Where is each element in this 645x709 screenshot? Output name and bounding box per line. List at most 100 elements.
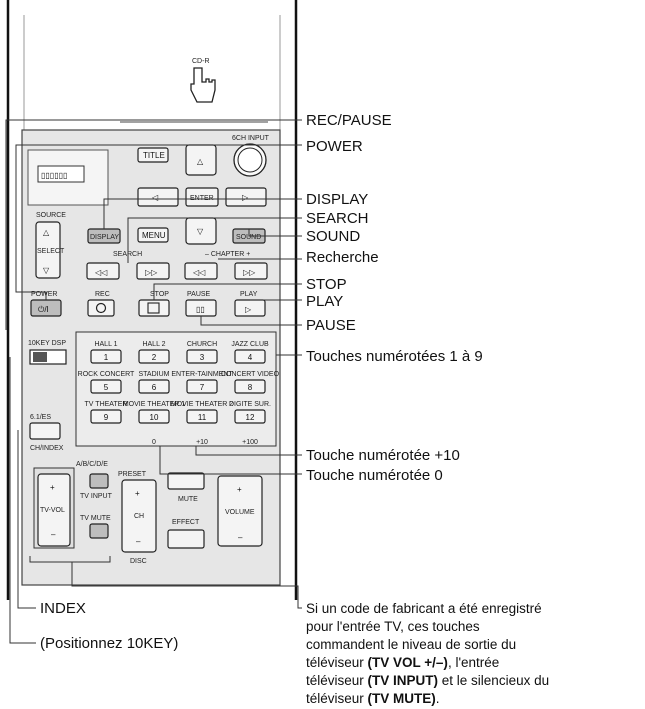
tv-vol-rocker[interactable]: + TV-VOL – xyxy=(37,473,71,547)
source-select-rocker[interactable]: △ SELECT ▽ xyxy=(35,221,65,279)
callout-recherche: Recherche xyxy=(306,249,379,266)
number-key-label: 3 xyxy=(200,353,205,362)
ch-plus: + xyxy=(135,489,140,498)
dsp-mode-label: MOVIE THEATER 1 xyxy=(123,401,185,408)
stop-button[interactable] xyxy=(138,299,170,317)
number-key-6[interactable]: 6 xyxy=(138,379,170,394)
cursor-pad[interactable]: △ ◁ ENTER ▷ ▽ xyxy=(137,144,267,245)
dsp-mode-label: STADIUM xyxy=(139,371,170,378)
chapter-prev-button[interactable]: ◁◁ xyxy=(184,262,218,280)
power-button[interactable]: ⏻/I xyxy=(30,299,62,317)
mute-button[interactable] xyxy=(167,472,205,490)
select-label: SELECT xyxy=(37,248,65,255)
callout-index: INDEX xyxy=(40,600,86,617)
tv-input-label: TV INPUT xyxy=(80,493,113,500)
power-icon: ⏻/I xyxy=(38,305,49,314)
number-key-label: 5 xyxy=(104,383,109,392)
pause-button[interactable]: ▯▯ xyxy=(185,299,217,317)
tv-note: Si un code de fabricant a été enregistré… xyxy=(306,601,549,706)
chapter-next-icon: ▷▷ xyxy=(243,268,256,277)
dsp-mode-label: ENTER-TAINMENT xyxy=(171,371,233,378)
play-button[interactable]: ▷ xyxy=(234,299,266,317)
dsp-mode-label: HALL 1 xyxy=(94,341,117,348)
callout-touches-1-9: Touches numérotées 1 à 9 xyxy=(306,348,483,365)
note-line-4: téléviseur (TV VOL +/–), l'entrée xyxy=(306,655,499,670)
dsp-mode-label: ROCK CONCERT xyxy=(78,371,135,378)
play-icon: ▷ xyxy=(245,305,252,314)
effect-button[interactable] xyxy=(167,529,205,549)
rec-icon xyxy=(95,302,107,314)
number-key-8[interactable]: 8 xyxy=(234,379,266,394)
number-key-10[interactable]: 10 xyxy=(138,409,170,424)
chapter-next-button[interactable]: ▷▷ xyxy=(234,262,268,280)
key-sublabel: 0 xyxy=(152,439,156,446)
note-line-2: pour l'entrée TV, ces touches xyxy=(306,619,480,634)
dsp-mode-label: MOVIE THEATER 2 xyxy=(171,401,233,408)
rec-button[interactable] xyxy=(87,299,115,317)
number-key-label: 10 xyxy=(150,413,159,422)
tv-input-button[interactable] xyxy=(89,473,109,489)
sound-button-label: SOUND xyxy=(236,234,261,241)
number-key-7[interactable]: 7 xyxy=(186,379,218,394)
volume-rocker[interactable]: + VOLUME – xyxy=(217,475,263,547)
number-key-2[interactable]: 2 xyxy=(138,349,170,364)
number-key-1[interactable]: 1 xyxy=(90,349,122,364)
ch-label: CH xyxy=(134,513,144,520)
pause-icon: ▯▯ xyxy=(196,305,205,314)
callout-play: PLAY xyxy=(306,293,343,310)
right-arrow-icon: ▷ xyxy=(242,193,249,202)
tv-mute-button[interactable] xyxy=(89,523,109,539)
disc-label: DISC xyxy=(130,558,147,565)
title-button[interactable]: TITLE xyxy=(137,147,169,163)
number-key-9[interactable]: 9 xyxy=(90,409,122,424)
dsp-mode-label: TV THEATER xyxy=(85,401,128,408)
source-up-icon: △ xyxy=(43,228,50,237)
pause-key-label: PAUSE xyxy=(187,291,211,298)
es-6-1-button[interactable] xyxy=(29,422,61,440)
rec-key-label: REC xyxy=(95,291,110,298)
preset-label: PRESET xyxy=(118,471,147,478)
key10-dsp-switch[interactable] xyxy=(29,349,67,365)
number-key-5[interactable]: 5 xyxy=(90,379,122,394)
callout-rec-pause: REC/PAUSE xyxy=(306,112,392,129)
callout-touche-0: Touche numérotée 0 xyxy=(306,467,443,484)
search-forward-button[interactable]: ▷▷ xyxy=(136,262,170,280)
lcd-display: ▯▯▯▯▯▯ xyxy=(27,149,109,206)
number-key-12[interactable]: 12 xyxy=(234,409,266,424)
down-arrow-icon: ▽ xyxy=(197,227,204,236)
callout-search: SEARCH xyxy=(306,210,369,227)
search-back-button[interactable]: ◁◁ xyxy=(86,262,120,280)
tv-vol-label: TV-VOL xyxy=(40,507,65,514)
number-key-3[interactable]: 3 xyxy=(186,349,218,364)
mute-label: MUTE xyxy=(178,496,198,503)
rewind-icon: ◁◁ xyxy=(95,268,108,277)
number-key-label: 7 xyxy=(200,383,205,392)
volume-label: VOLUME xyxy=(225,509,255,516)
ch-minus: – xyxy=(136,537,141,546)
number-key-4[interactable]: 4 xyxy=(234,349,266,364)
number-key-11[interactable]: 11 xyxy=(186,409,218,424)
effect-label: EFFECT xyxy=(172,519,200,526)
hand-pointer-icon xyxy=(190,67,216,103)
number-key-label: 9 xyxy=(104,413,109,422)
ch6-input-button[interactable] xyxy=(233,143,267,177)
number-key-label: 1 xyxy=(104,353,109,362)
callout-stop: STOP xyxy=(306,276,347,293)
callout-power: POWER xyxy=(306,138,363,155)
chapter-group-label: – CHAPTER + xyxy=(205,251,250,258)
dsp-mode-label: DIGITE SUR. xyxy=(229,401,271,408)
number-key-label: 2 xyxy=(152,353,157,362)
power-key-label: POWER xyxy=(31,291,57,298)
ch-rocker[interactable]: + CH – xyxy=(121,479,157,553)
display-button[interactable]: DISPLAY xyxy=(87,228,121,244)
play-key-label: PLAY xyxy=(240,291,258,298)
tv-vol-plus: + xyxy=(50,483,55,492)
dsp-mode-label: JAZZ CLUB xyxy=(231,341,269,348)
number-key-label: 4 xyxy=(248,353,253,362)
menu-button[interactable]: MENU xyxy=(137,227,169,243)
number-key-label: 8 xyxy=(248,383,253,392)
display-button-label: DISPLAY xyxy=(90,234,119,241)
fast-forward-icon: ▷▷ xyxy=(145,268,158,277)
stop-icon xyxy=(147,302,160,314)
